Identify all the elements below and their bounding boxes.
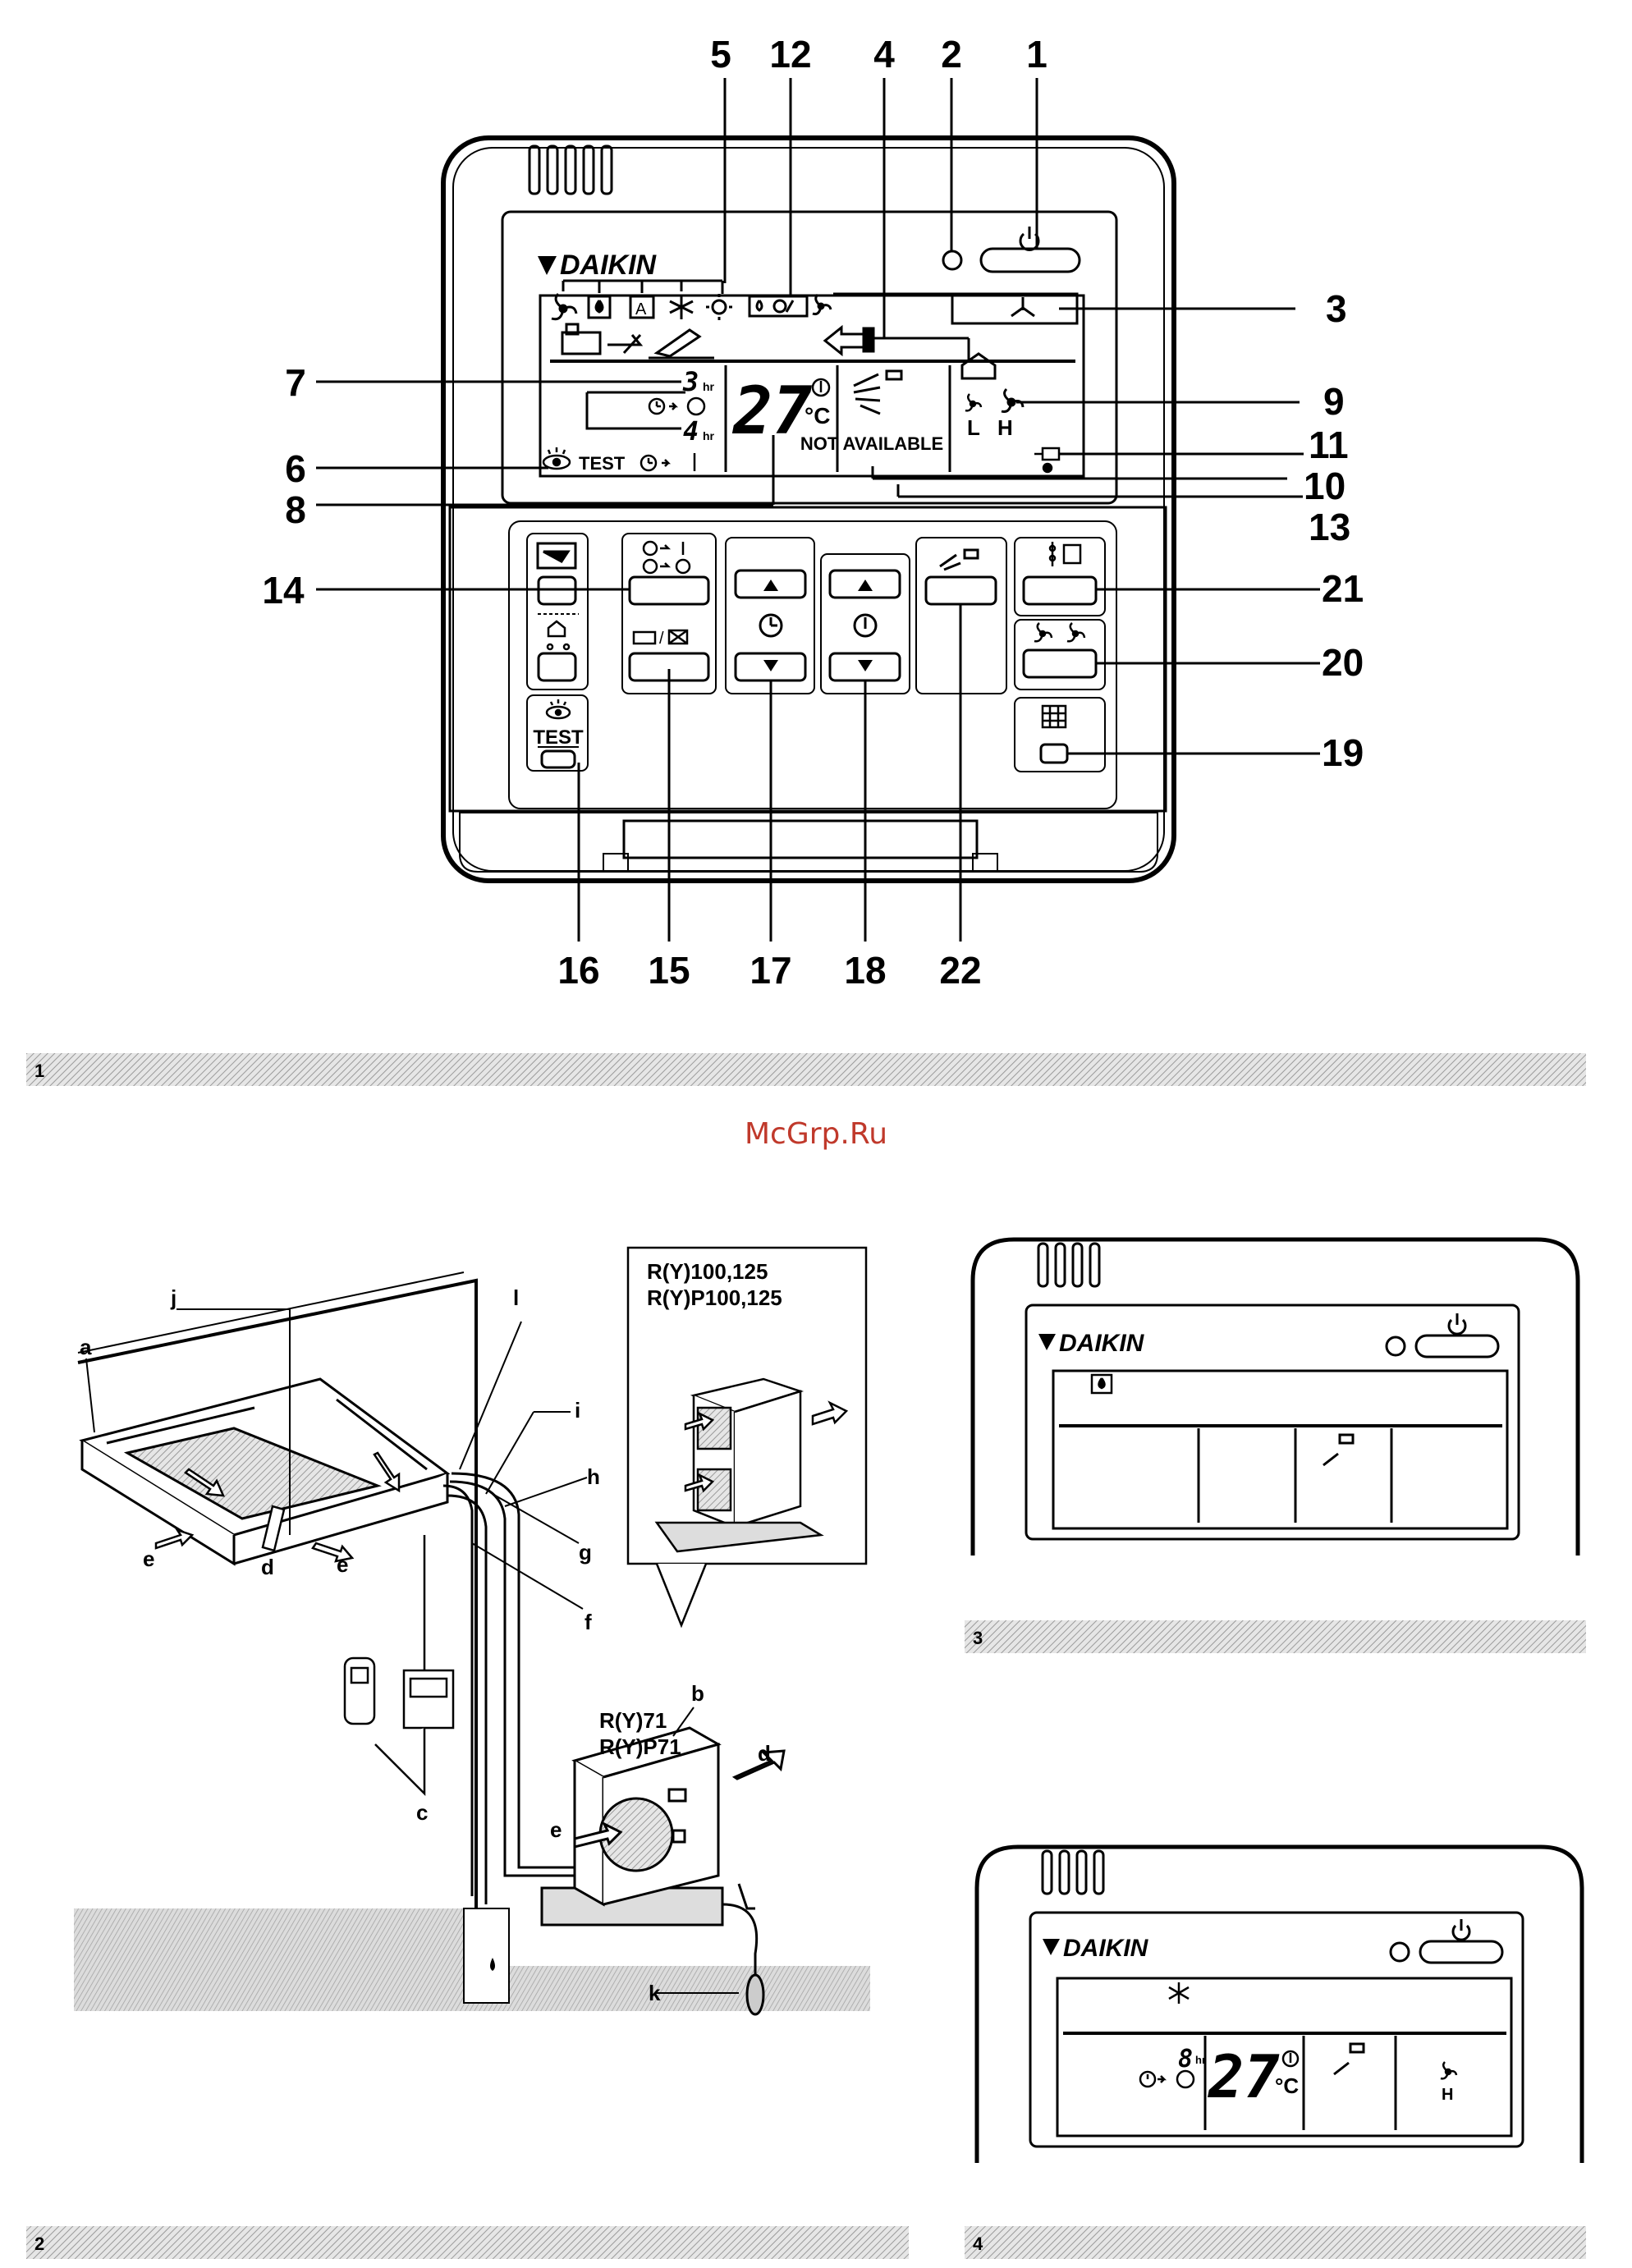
figure-1-band: 1 <box>26 1053 1586 1086</box>
letter-i: i <box>575 1398 580 1423</box>
figure-2-band: 2 <box>26 2226 909 2259</box>
inspection-test-button[interactable] <box>542 751 575 767</box>
model-large-line1: R(Y)100,125 <box>647 1259 768 1284</box>
model-small-line1: R(Y)71 <box>599 1708 667 1733</box>
hr-unit-2: hr <box>703 429 715 442</box>
figure-4-band: 4 <box>965 2226 1586 2259</box>
figure-4-remote-display: DAIKIN 8 hr 27 °C H <box>977 1847 1582 2163</box>
airflow-direction-button[interactable] <box>926 577 996 604</box>
letter-l: l <box>513 1285 519 1310</box>
callout-4: 4 <box>873 33 895 76</box>
callout-12: 12 <box>769 33 811 76</box>
timer-hours-2: 4 <box>683 415 699 447</box>
fig4-fan-speed-label: H <box>1442 2086 1453 2104</box>
callout-6: 6 <box>285 447 306 490</box>
remote-controllers <box>345 1535 453 1794</box>
bound-text: DAIKIN <box>1059 1330 1145 1357</box>
fan-low-label: L <box>967 415 980 440</box>
letter-d-outdoor: d <box>758 1741 771 1766</box>
bound-text: DAIKIN <box>1063 1935 1149 1962</box>
on-off-button[interactable] <box>981 249 1080 272</box>
svg-text:A: A <box>635 300 647 318</box>
figure-2-installation: a j l i h g f e d e c b d e k R(Y)100,12… <box>74 1248 870 2014</box>
letter-e-outdoor: e <box>550 1817 562 1842</box>
celsius-unit: °C <box>805 403 830 428</box>
fig4-hr-unit: hr <box>1195 2054 1206 2066</box>
model-small-line2: R(Y)P71 <box>599 1734 681 1759</box>
callout-22: 22 <box>939 949 981 992</box>
hr-unit-1: hr <box>703 380 715 393</box>
callout-2: 2 <box>941 33 962 76</box>
fig4-on-off-button[interactable] <box>1420 1941 1502 1963</box>
filter-sign-reset-button[interactable] <box>1041 745 1067 763</box>
model-large-line2: R(Y)P100,125 <box>647 1285 782 1310</box>
fig4-set-temperature: 27 <box>1207 2042 1280 2111</box>
callout-17: 17 <box>750 949 791 992</box>
letter-j: j <box>170 1285 176 1310</box>
letter-e-left: e <box>143 1546 154 1571</box>
letter-h: h <box>587 1464 600 1489</box>
timer-mode-start-stop-button[interactable] <box>630 577 708 604</box>
callout-11: 11 <box>1309 424 1349 466</box>
callout-21: 21 <box>1322 567 1364 610</box>
fig4-celsius: °C <box>1275 2073 1299 2098</box>
letter-f: f <box>584 1610 592 1634</box>
brand-text: DAIKIN <box>560 250 658 281</box>
letter-d-indoor: d <box>261 1555 274 1579</box>
fan-speed-control-button[interactable] <box>1024 650 1096 677</box>
not-available-line: NOT AVAILABLE <box>800 433 943 454</box>
figure-3-number: 3 <box>973 1628 983 1648</box>
callout-10: 10 <box>1304 465 1345 507</box>
callout-13: 13 <box>1309 506 1350 548</box>
callout-8: 8 <box>285 488 306 531</box>
letter-e-right: e <box>337 1552 348 1577</box>
callout-20: 20 <box>1322 641 1364 684</box>
figure-4-number: 4 <box>973 2234 983 2254</box>
svg-text:/: / <box>659 630 664 648</box>
callout-7: 7 <box>285 361 306 404</box>
figure-3-band: 3 <box>965 1620 1586 1653</box>
figure-2-number: 2 <box>34 2234 44 2254</box>
callout-18: 18 <box>844 949 886 992</box>
letter-a: a <box>80 1335 92 1359</box>
callout-5: 5 <box>710 33 731 76</box>
callout-1: 1 <box>1026 33 1048 76</box>
figure-1-remote-controller: DAIKIN A <box>262 33 1364 992</box>
display-test-label: TEST <box>579 453 626 474</box>
letter-g: g <box>579 1540 592 1565</box>
letter-k: k <box>649 1981 661 2005</box>
ventilation-amount-button[interactable] <box>539 653 575 680</box>
test-button-label: TEST <box>533 726 584 749</box>
callout-14: 14 <box>262 569 305 612</box>
fan-high-label: H <box>997 415 1013 440</box>
fig4-timer-hours: 8 <box>1178 2045 1193 2073</box>
watermark: McGrp.Ru <box>745 1117 887 1151</box>
callout-3: 3 <box>1326 287 1347 330</box>
callout-9: 9 <box>1323 380 1345 423</box>
fig3-on-off-button[interactable] <box>1416 1336 1498 1357</box>
figure-1-number: 1 <box>34 1061 44 1081</box>
callout-19: 19 <box>1322 731 1364 774</box>
callout-16: 16 <box>557 949 599 992</box>
operation-mode-selector-button[interactable] <box>1024 577 1096 604</box>
letter-b: b <box>691 1681 704 1706</box>
letter-c: c <box>416 1800 428 1825</box>
callout-15: 15 <box>648 949 690 992</box>
figure-3-remote-display: DAIKIN <box>973 1239 1578 1556</box>
